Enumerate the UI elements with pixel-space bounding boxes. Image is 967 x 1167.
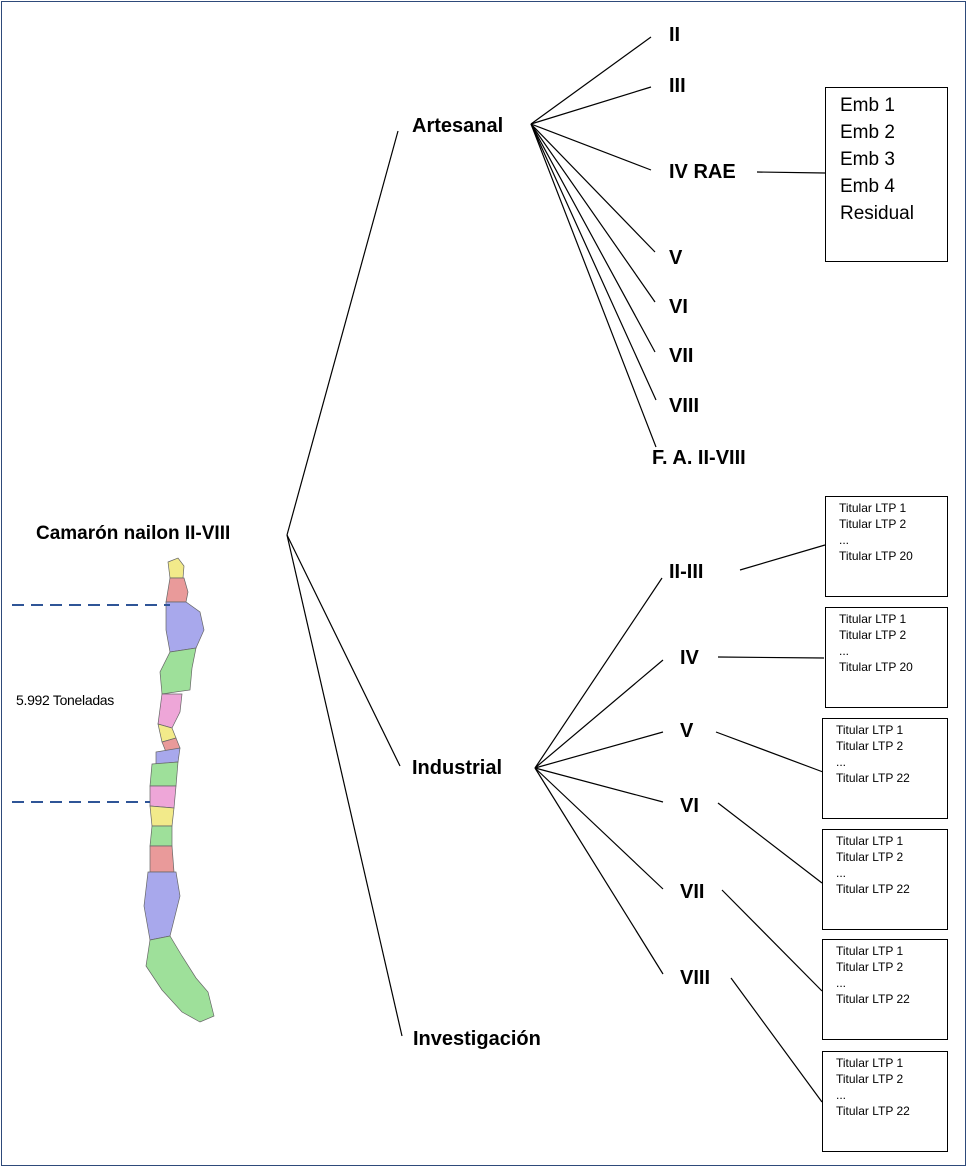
ltp-item: Titular LTP 2 xyxy=(836,739,904,753)
edge-viii-ltp xyxy=(730,977,823,1103)
map-region xyxy=(149,761,179,787)
edge-industrial-ii-iii xyxy=(534,577,663,769)
ltp-item: Titular LTP 1 xyxy=(839,501,907,515)
ltp-item: Titular LTP 1 xyxy=(836,723,904,737)
emb-item: Emb 2 xyxy=(840,122,895,143)
ltp-item: Titular LTP 1 xyxy=(836,834,904,848)
emb-item: Residual xyxy=(840,203,914,224)
edge-artesanal-iii xyxy=(530,86,652,125)
edge-iv-ltp xyxy=(717,656,825,659)
artesanal-region: VI xyxy=(669,296,688,318)
ltp-box: Titular LTP 1 Titular LTP 2 ... Titular … xyxy=(822,1051,948,1152)
ltp-item: Titular LTP 22 xyxy=(836,1104,910,1118)
artesanal-region: V xyxy=(669,247,683,269)
map-region xyxy=(167,557,185,579)
ltp-item: ... xyxy=(836,755,847,769)
edge-artesanal-vii xyxy=(530,123,656,353)
artesanal-region: VII xyxy=(669,345,694,367)
edge-artesanal-v xyxy=(530,123,656,253)
ltp-item: ... xyxy=(839,644,850,658)
industrial-region: IV xyxy=(680,647,699,669)
artesanal-region: III xyxy=(669,75,686,97)
emb-item: Emb 4 xyxy=(840,176,895,197)
edge-industrial-vi xyxy=(534,767,664,803)
sector-industrial: Industrial xyxy=(412,757,503,779)
ltp-item: Titular LTP 2 xyxy=(839,517,907,531)
ltp-item: Titular LTP 1 xyxy=(836,944,904,958)
edge-artesanal-viii xyxy=(530,123,657,401)
ltp-item: Titular LTP 22 xyxy=(836,771,910,785)
map-region xyxy=(143,871,181,941)
ltp-item: ... xyxy=(836,976,847,990)
sector-investigacion: Investigación xyxy=(413,1028,541,1050)
industrial-region: II-III xyxy=(669,561,704,583)
ltp-item: Titular LTP 1 xyxy=(839,612,907,626)
emb-box: Emb 1 Emb 2 Emb 3 Emb 4 Residual xyxy=(825,87,948,262)
ltp-item: Titular LTP 22 xyxy=(836,992,910,1006)
ltp-item: ... xyxy=(836,866,847,880)
ltp-box: Titular LTP 1 Titular LTP 2 ... Titular … xyxy=(822,829,948,930)
map-region xyxy=(149,805,175,827)
ltp-box: Titular LTP 1 Titular LTP 2 ... Titular … xyxy=(822,718,948,819)
artesanal-region: F. A. II-VIII xyxy=(652,447,746,469)
quota-label: 5.992 Toneladas xyxy=(16,692,114,708)
artesanal-region: IV RAE xyxy=(669,161,736,183)
ltp-item: Titular LTP 2 xyxy=(836,960,904,974)
edge-artesanal-fa xyxy=(530,123,657,448)
ltp-item: Titular LTP 20 xyxy=(839,660,913,674)
edge-root-artesanal xyxy=(286,130,399,536)
ltp-item: Titular LTP 20 xyxy=(839,549,913,563)
root-label: Camarón nailon II-VIII xyxy=(36,523,231,544)
ltp-item: Titular LTP 2 xyxy=(836,850,904,864)
edge-industrial-iv xyxy=(534,659,664,769)
edge-ivrae-emb xyxy=(756,171,826,174)
industrial-region: VIII xyxy=(680,967,711,989)
ltp-item: Titular LTP 22 xyxy=(836,882,910,896)
industrial-region: V xyxy=(680,720,694,742)
edge-ii-iii-ltp xyxy=(739,544,826,571)
sector-artesanal: Artesanal xyxy=(412,115,504,137)
edge-root-investigacion xyxy=(286,534,403,1037)
artesanal-region: II xyxy=(669,24,681,46)
edge-root-industrial xyxy=(286,534,401,767)
edge-industrial-viii xyxy=(534,767,664,975)
industrial-region: VI xyxy=(680,795,699,817)
ltp-box: Titular LTP 1 Titular LTP 2 ... Titular … xyxy=(825,607,948,708)
industrial-region: VII xyxy=(680,881,705,903)
edge-artesanal-iv-rae xyxy=(530,123,652,171)
map-region xyxy=(165,577,189,603)
ltp-item: Titular LTP 1 xyxy=(836,1056,904,1070)
edge-v-ltp xyxy=(715,731,824,773)
emb-item: Emb 1 xyxy=(840,95,895,116)
map-region xyxy=(149,825,173,847)
chile-map xyxy=(143,557,215,1023)
map-region xyxy=(149,785,177,809)
edge-artesanal-ii xyxy=(530,36,652,125)
edge-industrial-v xyxy=(534,731,664,769)
map-region xyxy=(157,693,183,729)
map-region xyxy=(149,845,175,873)
emb-item: Emb 3 xyxy=(840,149,895,170)
edge-vi-ltp xyxy=(717,802,823,884)
ltp-item: ... xyxy=(839,533,850,547)
edge-vii-ltp xyxy=(721,889,823,992)
artesanal-region: VIII xyxy=(669,395,700,417)
ltp-box: Titular LTP 1 Titular LTP 2 ... Titular … xyxy=(825,496,948,597)
map-region xyxy=(155,747,181,765)
edge-industrial-vii xyxy=(534,767,664,890)
ltp-item: Titular LTP 2 xyxy=(836,1072,904,1086)
ltp-box: Titular LTP 1 Titular LTP 2 ... Titular … xyxy=(822,939,948,1040)
edge-artesanal-vi xyxy=(530,123,656,303)
map-region xyxy=(145,935,215,1023)
map-region xyxy=(165,601,205,653)
map-region xyxy=(159,647,197,695)
ltp-item: Titular LTP 2 xyxy=(839,628,907,642)
ltp-item: ... xyxy=(836,1088,847,1102)
